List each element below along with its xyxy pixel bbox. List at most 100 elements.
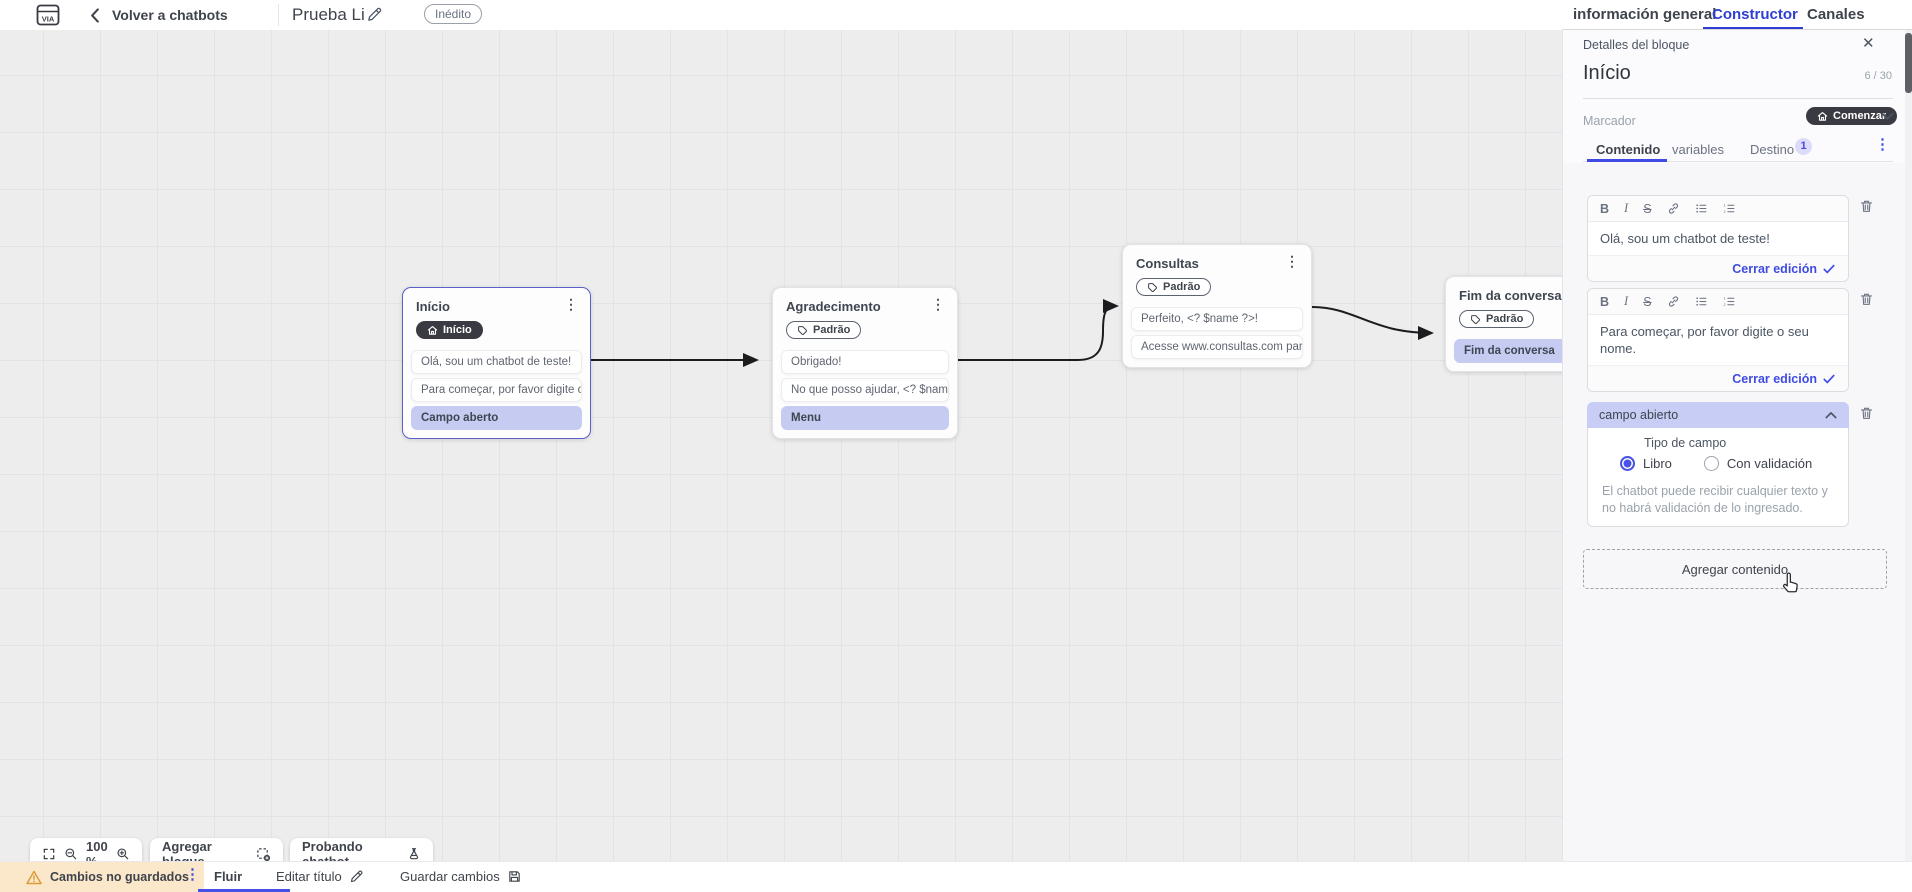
default-badge: Padrão	[786, 321, 862, 339]
delete-content-icon[interactable]	[1859, 198, 1874, 219]
delete-content-icon[interactable]	[1859, 291, 1874, 312]
flow-edges	[591, 299, 1434, 367]
bold-icon[interactable]: B	[1600, 201, 1610, 216]
radio-con-validacion-label[interactable]: Con validación	[1726, 456, 1813, 471]
strikethrough-icon[interactable]: S	[1643, 294, 1652, 309]
radio-libro-label[interactable]: Libro	[1643, 456, 1672, 471]
svg-text:VIA: VIA	[42, 15, 55, 24]
link-icon[interactable]	[1667, 202, 1680, 215]
tag-icon	[1148, 282, 1158, 292]
topbar-divider	[278, 4, 279, 26]
tab-canales[interactable]: Canales	[1807, 6, 1865, 23]
panel-scrollbar-track[interactable]	[1905, 30, 1912, 861]
block-title-input[interactable]: Início	[1583, 62, 1631, 84]
tab-informacion-general[interactable]: información general	[1573, 6, 1717, 23]
editor-text[interactable]: Olá, sou um chatbot de teste!	[1600, 231, 1770, 246]
strikethrough-icon[interactable]: S	[1643, 201, 1652, 216]
chatbot-title[interactable]: Prueba Li	[292, 5, 365, 24]
panel-scrollbar-thumb[interactable]	[1905, 33, 1912, 93]
save-changes-button[interactable]: Guardar cambios	[400, 869, 522, 884]
back-to-chatbots-link[interactable]: Volver a chatbots	[112, 7, 228, 23]
node-content-item[interactable]: Perfeito, <? $name ?>!	[1131, 306, 1303, 331]
active-tab-underline	[1587, 159, 1667, 162]
default-badge: Padrão	[1459, 310, 1535, 328]
italic-icon[interactable]: I	[1624, 201, 1629, 215]
check-icon	[1823, 374, 1835, 384]
edit-title-button[interactable]: Editar título	[276, 869, 364, 884]
svg-text:2: 2	[1723, 210, 1725, 214]
tabs-divider	[1583, 161, 1893, 162]
unsaved-changes-banner: Cambios no guardados	[0, 862, 204, 892]
node-content-item[interactable]: Obrigado!	[781, 349, 949, 374]
fullscreen-icon[interactable]	[42, 847, 56, 861]
edge-agradecimento-consultas	[958, 299, 1119, 361]
warning-icon	[26, 870, 42, 884]
flow-menu-icon[interactable]: ⋮	[185, 866, 200, 883]
bullet-list-icon[interactable]	[1695, 295, 1708, 308]
node-content-item[interactable]: Acesse www.consultas.com par...	[1131, 334, 1303, 359]
open-field-section: campo abierto Tipo de campo Libro Con va…	[1587, 402, 1849, 527]
italic-icon[interactable]: I	[1624, 294, 1629, 308]
add-block-button[interactable]: Agregar bloque	[150, 838, 283, 861]
zoom-out-icon[interactable]	[64, 847, 78, 861]
test-chatbot-button[interactable]: Probando chatbot	[290, 838, 433, 861]
destino-count-badge: 1	[1795, 138, 1812, 155]
node-content-item-open-field[interactable]: Campo aberto	[411, 405, 582, 430]
node-title: Consultas	[1136, 256, 1199, 271]
active-tab-underline	[1703, 27, 1803, 30]
node-content-item-end[interactable]: Fim da conversa	[1454, 338, 1562, 363]
chevron-down-icon[interactable]	[1881, 112, 1894, 121]
flask-icon	[407, 847, 421, 861]
radio-con-validacion[interactable]	[1703, 456, 1719, 471]
tab-contenido[interactable]: Contenido	[1596, 142, 1661, 157]
editor-text[interactable]: Para começar, por favor digite o seu nom…	[1600, 324, 1809, 356]
default-badge: Padrão	[1136, 278, 1212, 296]
node-inicio[interactable]: Início ⋮ Início Olá, sou um chatbot de t…	[402, 287, 591, 439]
tab-variables[interactable]: variables	[1672, 142, 1725, 157]
node-content-item[interactable]: No que posso ajudar, <? $name ...	[781, 377, 949, 402]
field-help-text: El chatbot puede recibir cualquier texto…	[1602, 484, 1828, 515]
svg-text:1: 1	[1723, 203, 1725, 207]
edit-title-icon[interactable]	[366, 6, 383, 23]
node-agradecimento[interactable]: Agradecimento ⋮ Padrão Obrigado! No que …	[772, 287, 958, 439]
node-content-item[interactable]: Olá, sou um chatbot de teste!	[411, 349, 582, 374]
node-fim-da-conversa[interactable]: Fim da conversa Padrão Fim da conversa	[1445, 276, 1562, 372]
node-menu-icon[interactable]: ⋮	[564, 296, 578, 312]
tab-constructor[interactable]: Constructor	[1712, 6, 1798, 23]
close-edit-link[interactable]: Cerrar edición	[1732, 371, 1817, 386]
close-icon[interactable]: ✕	[1862, 35, 1875, 52]
node-content-item[interactable]: Para começar, por favor digite o ...	[411, 377, 582, 402]
back-arrow-icon[interactable]	[90, 8, 100, 23]
node-menu-icon[interactable]: ⋮	[931, 296, 945, 312]
bold-icon[interactable]: B	[1600, 294, 1610, 309]
tabs-menu-icon[interactable]: ⋮	[1875, 136, 1890, 153]
chevron-up-icon[interactable]	[1825, 411, 1837, 419]
node-menu-icon[interactable]: ⋮	[1285, 253, 1299, 269]
link-icon[interactable]	[1667, 295, 1680, 308]
hand-cursor-icon	[1779, 571, 1801, 600]
tab-fluir[interactable]: Fluir	[214, 869, 243, 884]
tab-destino[interactable]: Destino	[1750, 142, 1795, 157]
panel-header-title: Detalles del bloque	[1583, 38, 1690, 52]
add-content-button[interactable]: Agregar contenido	[1583, 549, 1887, 589]
bullet-list-icon[interactable]	[1695, 202, 1708, 215]
radio-libro[interactable]	[1620, 456, 1635, 471]
node-content-item-menu[interactable]: Menu	[781, 405, 949, 430]
flow-canvas[interactable]: Início ⋮ Início Olá, sou um chatbot de t…	[0, 30, 1562, 861]
marker-value-button[interactable]: Comenzar	[1806, 107, 1898, 125]
open-field-header[interactable]: campo abierto	[1587, 402, 1849, 428]
svg-text:1: 1	[1723, 296, 1725, 300]
block-details-panel: Detalles del bloque ✕ Início 6 / 30 Marc…	[1562, 30, 1912, 861]
close-edit-link[interactable]: Cerrar edición	[1732, 261, 1817, 276]
delete-content-icon[interactable]	[1859, 405, 1874, 426]
zoom-in-icon[interactable]	[116, 847, 130, 861]
marker-label: Marcador	[1583, 114, 1636, 128]
node-consultas[interactable]: Consultas ⋮ Padrão Perfeito, <? $name ?>…	[1122, 244, 1312, 368]
zoom-toolbar: 100 %	[30, 838, 142, 861]
check-icon	[1823, 264, 1835, 274]
bottom-bar: Cambios no guardados ⋮ Fluir Editar títu…	[0, 861, 1912, 892]
